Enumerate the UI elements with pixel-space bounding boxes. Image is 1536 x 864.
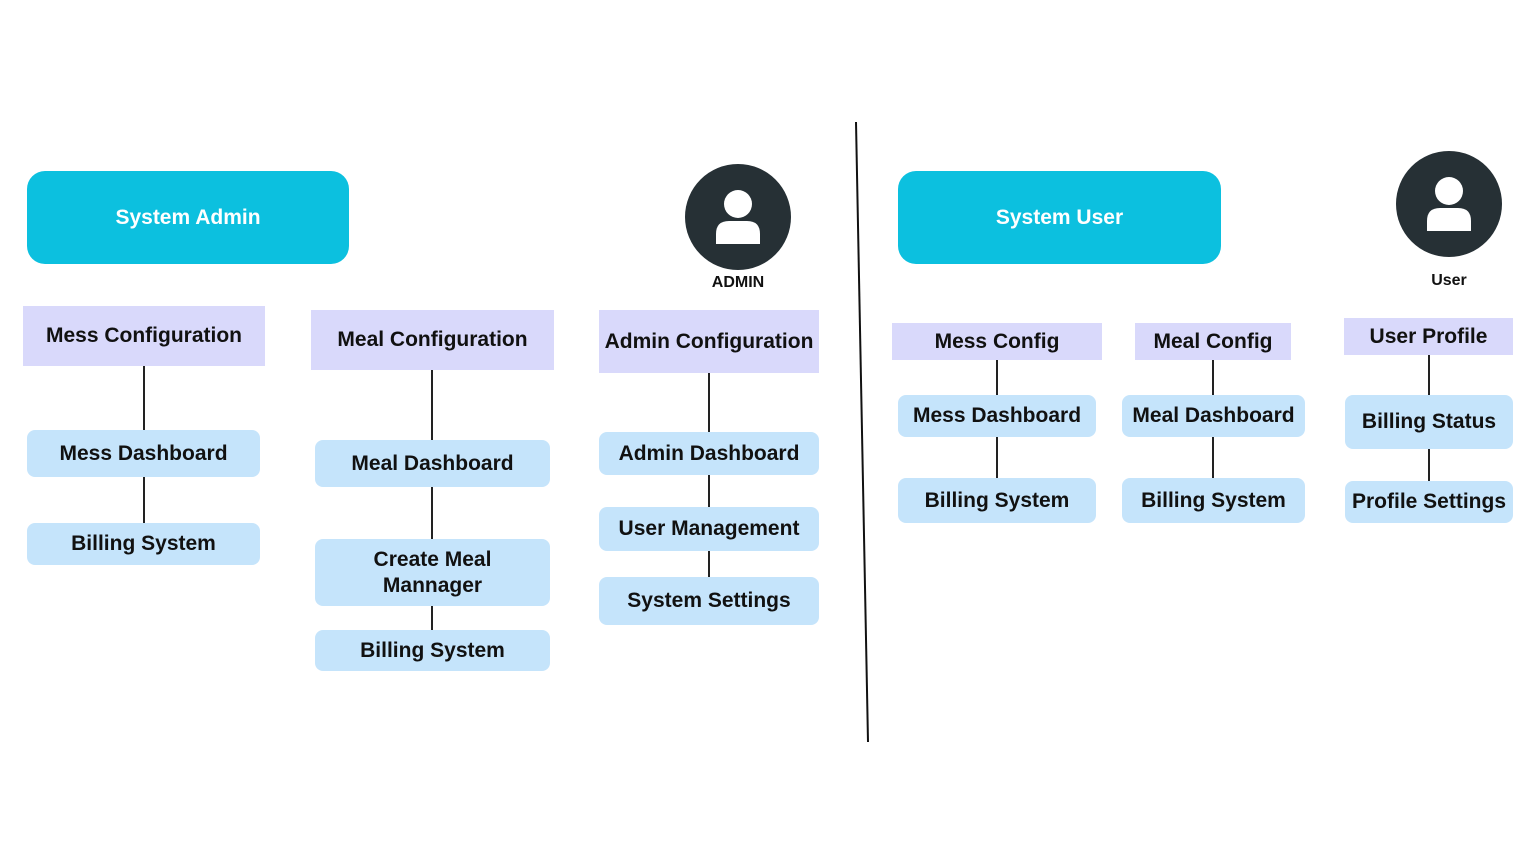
- user-profile-heading: User Profile: [1344, 318, 1513, 355]
- billing-status-node: Billing Status: [1345, 395, 1513, 449]
- mess-dashboard-node: Mess Dashboard: [27, 430, 260, 477]
- node-label: Billing Status: [1361, 410, 1497, 433]
- meal-configuration-heading: Meal Configuration: [311, 310, 554, 370]
- connector-line: [1428, 355, 1430, 395]
- heading-label: Meal Config: [1153, 329, 1273, 353]
- user-avatar: [1396, 151, 1502, 257]
- system-admin-role-box: System Admin: [27, 171, 349, 264]
- connector-line: [143, 366, 145, 430]
- mess-config-heading: Mess Config: [892, 323, 1102, 360]
- connector-line: [708, 551, 710, 577]
- user-icon: [716, 190, 760, 244]
- billing-system-node: Billing System: [1122, 478, 1305, 523]
- heading-label: User Profile: [1369, 324, 1488, 348]
- connector-line: [431, 370, 433, 440]
- node-label: User Management: [618, 517, 800, 540]
- create-meal-manager-node: Create Meal Mannager: [315, 539, 550, 606]
- connector-line: [1212, 360, 1214, 395]
- connector-line: [996, 437, 998, 478]
- node-label: Mess Dashboard: [59, 441, 228, 465]
- connector-line: [1212, 437, 1214, 478]
- admin-avatar: [685, 164, 791, 270]
- connector-line: [1428, 449, 1430, 481]
- node-label: Create Meal Mannager: [373, 547, 492, 597]
- billing-system-node: Billing System: [315, 630, 550, 671]
- node-label: Mess Dashboard: [912, 404, 1082, 427]
- node-label: Billing System: [924, 488, 1070, 512]
- system-user-role-box: System User: [898, 171, 1221, 264]
- mess-configuration-heading: Mess Configuration: [23, 306, 265, 366]
- admin-configuration-heading: Admin Configuration: [599, 310, 819, 373]
- connector-line: [996, 360, 998, 395]
- billing-system-node: Billing System: [27, 523, 260, 565]
- meal-dashboard-node: Meal Dashboard: [1122, 395, 1305, 437]
- profile-settings-node: Profile Settings: [1345, 481, 1513, 523]
- node-label: Meal Dashboard: [1132, 404, 1295, 427]
- heading-label: Mess Config: [934, 329, 1060, 353]
- user-avatar-label: User: [1431, 272, 1467, 289]
- meal-config-heading: Meal Config: [1135, 323, 1291, 360]
- admin-dashboard-node: Admin Dashboard: [599, 432, 819, 475]
- billing-system-node: Billing System: [898, 478, 1096, 523]
- node-label: Billing System: [71, 532, 216, 555]
- node-label: Meal Dashboard: [351, 451, 514, 475]
- system-user-label: System User: [995, 205, 1124, 229]
- connector-line: [708, 475, 710, 507]
- node-label: Admin Dashboard: [618, 441, 800, 465]
- mess-dashboard-node: Mess Dashboard: [898, 395, 1096, 437]
- connector-line: [431, 606, 433, 630]
- meal-dashboard-node: Meal Dashboard: [315, 440, 550, 487]
- heading-label: Mess Configuration: [45, 324, 242, 347]
- node-label: Billing System: [1141, 488, 1286, 512]
- admin-avatar-label: ADMIN: [711, 274, 765, 291]
- system-admin-label: System Admin: [115, 205, 261, 229]
- node-label: Profile Settings: [1351, 490, 1507, 513]
- heading-label: Meal Configuration: [337, 328, 528, 351]
- node-label: System Settings: [627, 589, 791, 612]
- connector-line: [143, 477, 145, 523]
- connector-line: [708, 373, 710, 432]
- connector-line: [431, 487, 433, 539]
- system-settings-node: System Settings: [599, 577, 819, 625]
- user-management-node: User Management: [599, 507, 819, 551]
- heading-label: Admin Configuration: [604, 329, 814, 353]
- user-icon: [1427, 177, 1471, 231]
- node-label: Billing System: [360, 638, 505, 662]
